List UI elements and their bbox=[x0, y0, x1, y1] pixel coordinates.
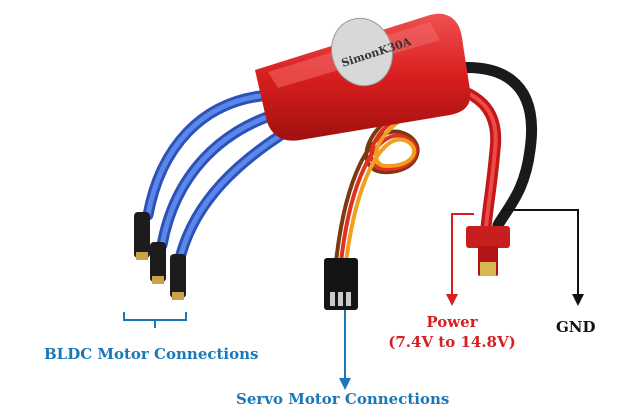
annotation-lines bbox=[123, 209, 584, 390]
servo-label: Servo Motor Connections bbox=[236, 390, 450, 408]
power-title: Power bbox=[426, 313, 478, 331]
motor-wires bbox=[142, 89, 298, 264]
power-range: (7.4V to 14.8V) bbox=[388, 333, 516, 351]
bldc-label: BLDC Motor Connections bbox=[44, 345, 259, 363]
servo-connector bbox=[324, 258, 358, 310]
gnd-label: GND bbox=[556, 318, 596, 336]
esc-body bbox=[255, 13, 471, 141]
bullet-connectors bbox=[134, 212, 186, 300]
power-label: Power (7.4V to 14.8V) bbox=[384, 312, 520, 352]
battery-plug bbox=[466, 226, 510, 276]
servo-cable bbox=[334, 116, 420, 264]
